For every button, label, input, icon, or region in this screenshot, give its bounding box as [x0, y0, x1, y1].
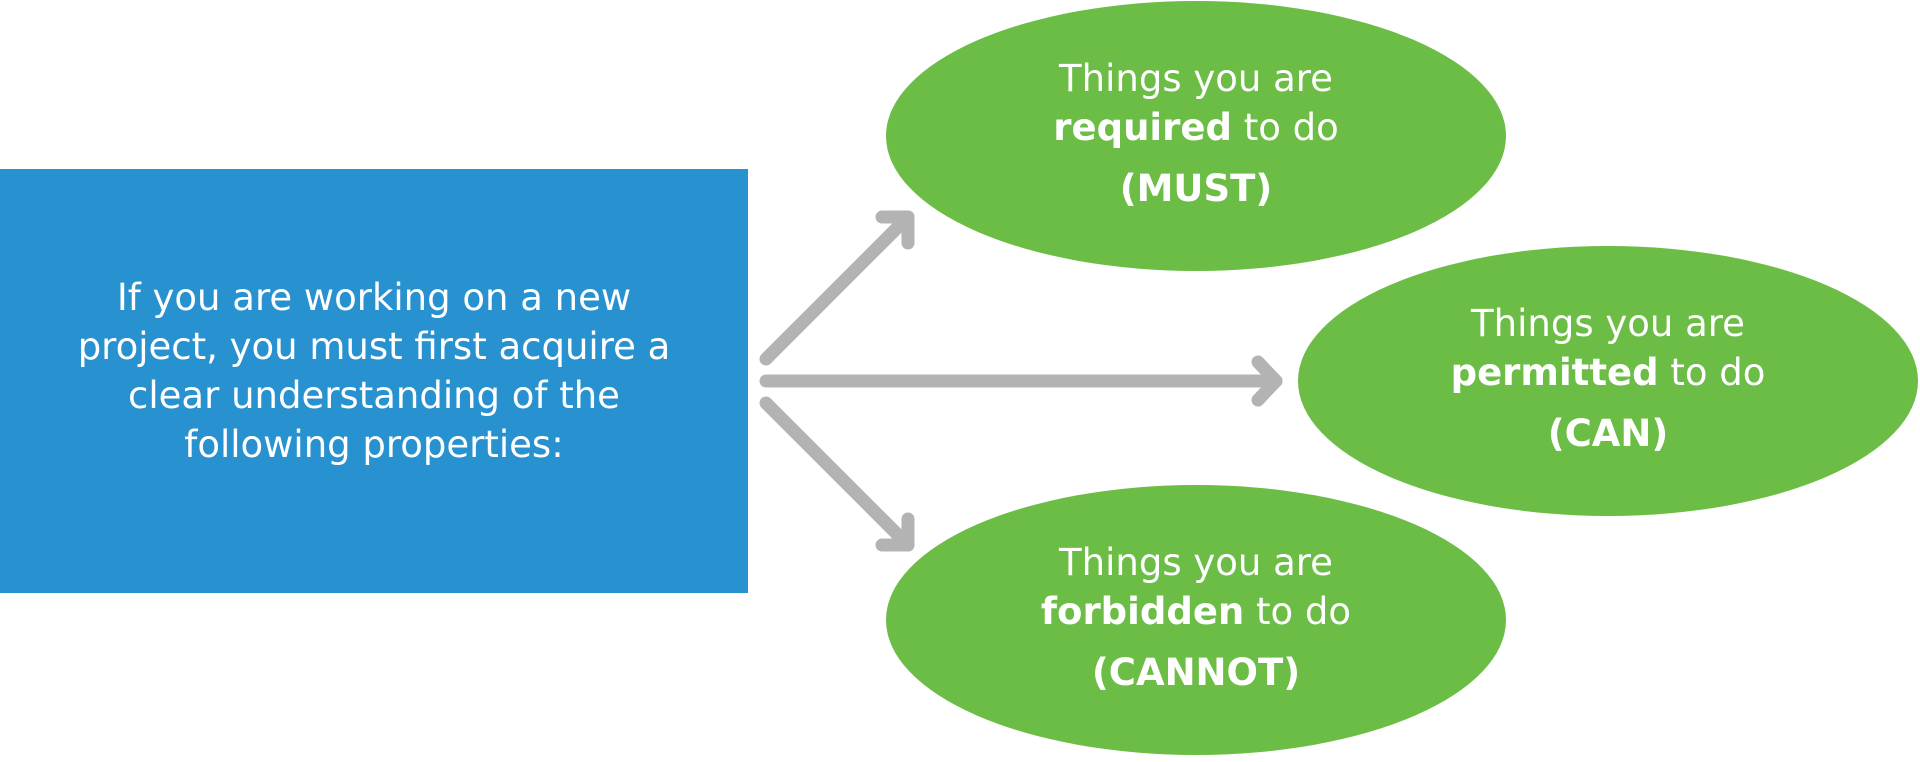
- outcome-can-ellipse: Things you are permitted to do (CAN): [1298, 246, 1918, 516]
- outcome-keyword-line: required to do: [1053, 103, 1338, 152]
- outcome-must-ellipse: Things you are required to do (MUST): [886, 1, 1506, 271]
- arrow-down: [759, 396, 915, 552]
- outcome-cannot-text: Things you are forbidden to do (CANNOT): [1041, 538, 1351, 697]
- arrow-up: [759, 210, 915, 366]
- outcome-suffix: to do: [1244, 589, 1352, 633]
- outcome-prefix: Things you are: [1471, 301, 1745, 345]
- outcome-keyword-line: forbidden to do: [1041, 587, 1351, 636]
- outcome-must-text: Things you are required to do (MUST): [1053, 54, 1338, 213]
- arrow-right: [759, 355, 1283, 407]
- outcome-can-text: Things you are permitted to do (CAN): [1451, 299, 1766, 458]
- outcome-keyword: permitted: [1450, 350, 1659, 394]
- intro-box: If you are working on a new project, you…: [0, 169, 748, 593]
- intro-line: clear understanding of the: [128, 374, 620, 417]
- outcome-modal: (CAN): [1547, 411, 1669, 455]
- intro-line: If you are working on a new: [116, 276, 632, 319]
- outcome-prefix: Things you are: [1059, 540, 1333, 584]
- outcome-keyword: required: [1053, 105, 1232, 149]
- outcome-keyword: forbidden: [1040, 589, 1245, 633]
- outcome-suffix: to do: [1231, 105, 1339, 149]
- outcome-cannot-ellipse: Things you are forbidden to do (CANNOT): [886, 485, 1506, 755]
- outcome-keyword-line: permitted to do: [1451, 348, 1766, 397]
- outcome-modal: (CANNOT): [1091, 650, 1301, 694]
- outcome-prefix: Things you are: [1059, 56, 1333, 100]
- outcome-modal: (MUST): [1119, 166, 1273, 210]
- outcome-suffix: to do: [1658, 350, 1766, 394]
- intro-line: project, you must first acquire a: [77, 325, 671, 368]
- intro-text: If you are working on a new project, you…: [54, 273, 694, 469]
- intro-line: following properties:: [184, 423, 564, 466]
